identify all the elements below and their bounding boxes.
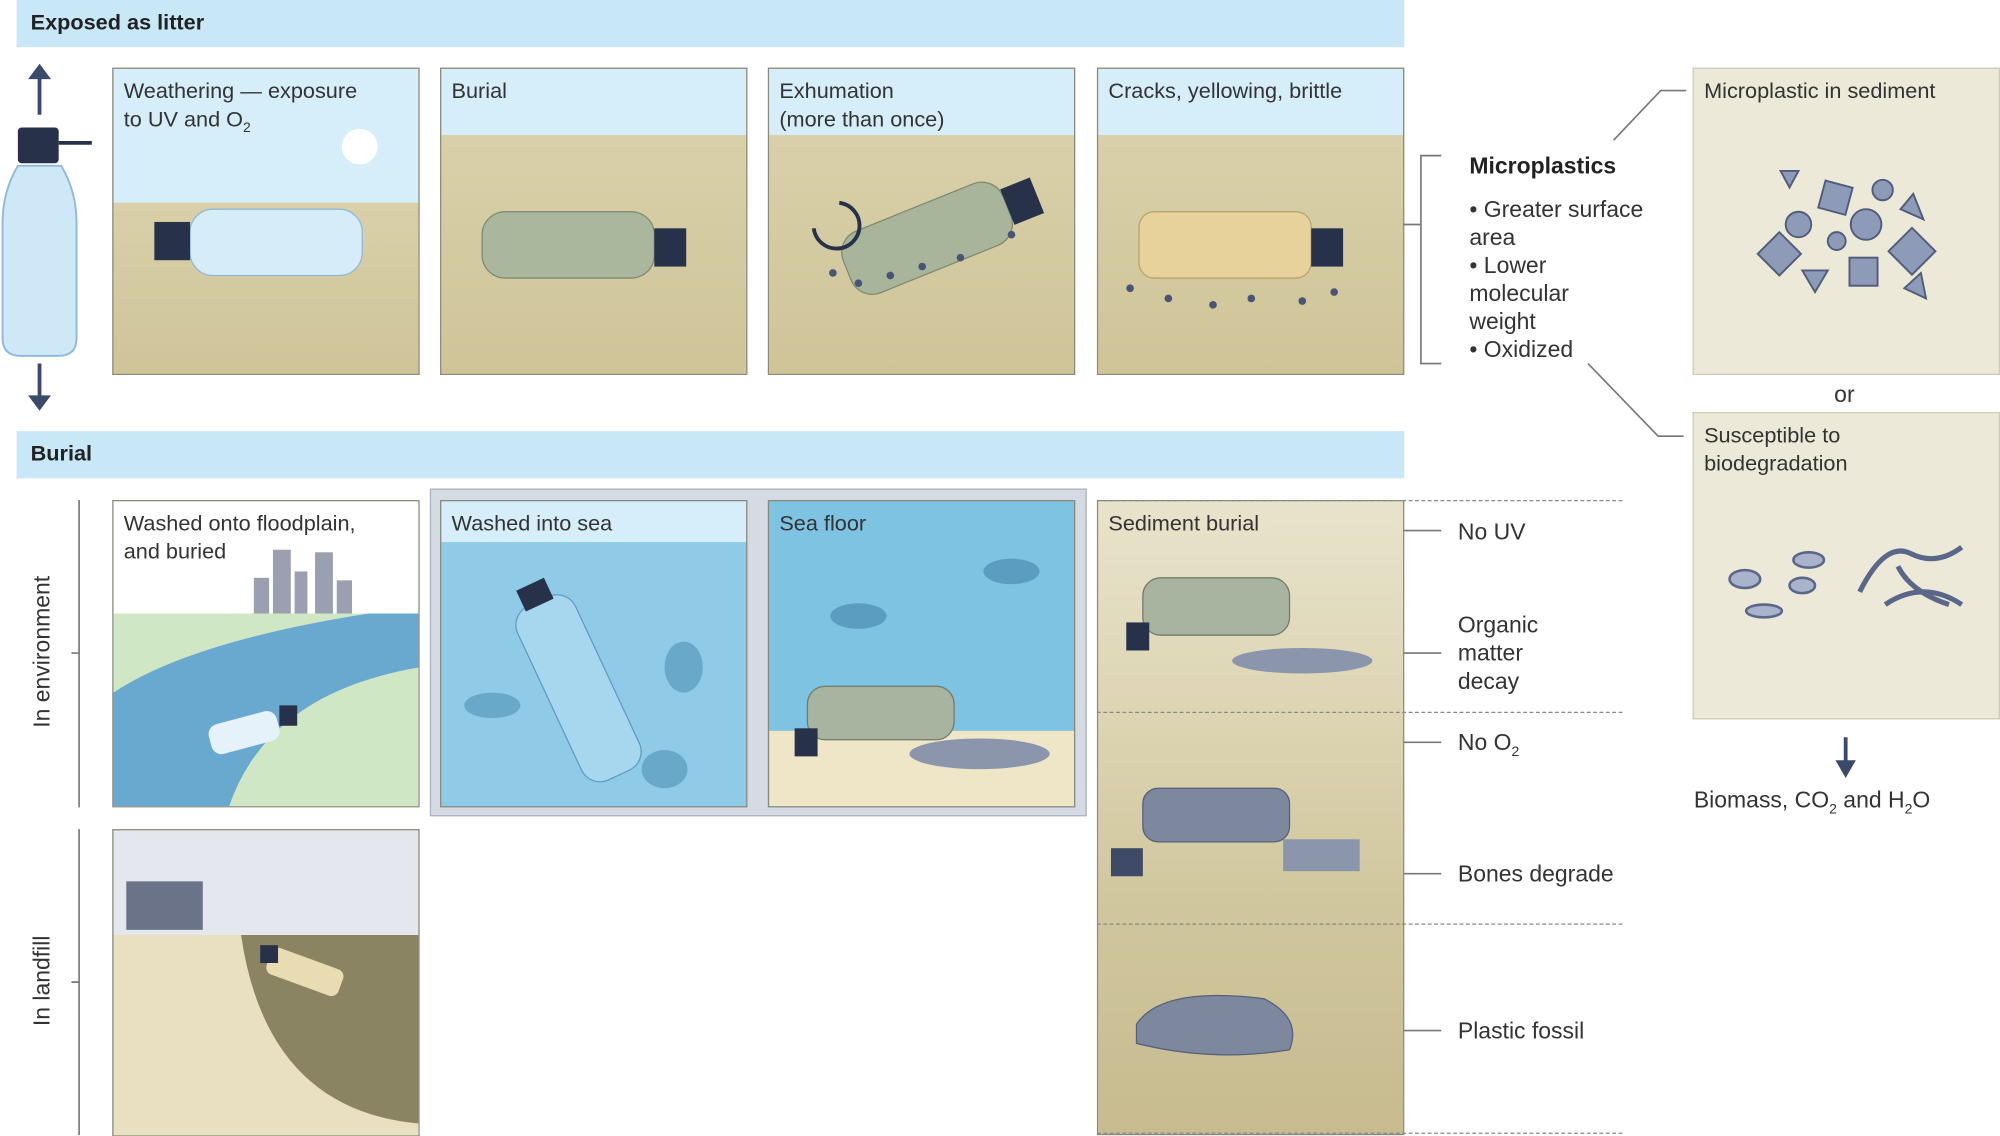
label-plastic-fossil: Plastic fossil (1457, 1017, 1585, 1044)
bullet-item: • Lower molecular weight (1469, 252, 1569, 335)
panel-title: Sea floor (779, 511, 867, 536)
panel-title: Weathering — exposure (123, 79, 358, 104)
seafloor-bottle-fish-icon (769, 558, 1074, 807)
river-city-icon (113, 549, 419, 807)
panel-microplastic-in-sediment: Microplastic in sediment (1692, 67, 2000, 375)
panel-cracks: Cracks, yellowing, brittle (1096, 67, 1405, 375)
label-organic-matter-decay: Organic matter decay (1457, 612, 1539, 694)
panel-sea-floor: Sea floor (767, 499, 1076, 808)
divider (1096, 1132, 1623, 1134)
panel-exhumation: Exhumation(more than once) (767, 67, 1076, 375)
microbes-icon (1728, 545, 1964, 619)
panel-title: Sediment burial (1108, 511, 1260, 536)
label-no-o2: No O2 (1457, 729, 1520, 760)
exhumed-bottle-icon (811, 177, 1045, 295)
biodegradation-result: Biomass, CO2 and H2O (1693, 786, 1931, 818)
panel-sediment-burial: Sediment burial (1096, 499, 1405, 1136)
label-bones-degrade: Bones degrade (1457, 860, 1614, 887)
microplastic-particles-icon (1756, 169, 1937, 301)
fossilizing-bottle-icon (1110, 577, 1373, 1056)
floating-bottle-icon (464, 577, 703, 789)
label-no-uv: No UV (1457, 519, 1526, 545)
or-label: or (1834, 381, 1855, 407)
label-in-environment: In environment (29, 575, 55, 728)
bullet-item: • Oxidized (1469, 336, 1574, 363)
microplastics-heading: Microplastics (1469, 153, 1617, 179)
panel-floodplain: Washed onto floodplain,and buried (112, 499, 420, 808)
divider (1096, 923, 1623, 925)
brittle-bottle-icon (1126, 211, 1344, 309)
panel-burial: Burial (440, 67, 748, 375)
panel-title: Cracks, yellowing, brittle (1108, 79, 1343, 104)
landfill-icon (113, 881, 419, 1136)
panel-title: Microplastic in sediment (1704, 79, 1936, 104)
panel-title: Burial (451, 79, 507, 104)
label-in-landfill: In landfill (29, 935, 55, 1027)
panel-landfill (112, 829, 420, 1136)
section-header-burial: Burial (16, 431, 1405, 479)
panel-washed-into-sea: Washed into sea (440, 499, 748, 808)
divider (1096, 499, 1623, 502)
bottle-icon (1, 63, 92, 411)
buried-bottle-icon (481, 211, 687, 279)
panel-title: Exhumation (779, 79, 894, 104)
panel-title: Washed into sea (451, 511, 613, 536)
section-header-exposed: Exposed as litter (16, 0, 1405, 48)
bullet-item: • Greater surface area (1469, 196, 1644, 250)
sun-and-bottle-icon (154, 128, 378, 277)
panel-title: Washed onto floodplain, (123, 511, 356, 536)
panel-title: Susceptible to (1704, 423, 1841, 448)
microplastics-list: • Greater surface area • Lower molecular… (1454, 195, 1658, 363)
divider (1096, 711, 1623, 714)
